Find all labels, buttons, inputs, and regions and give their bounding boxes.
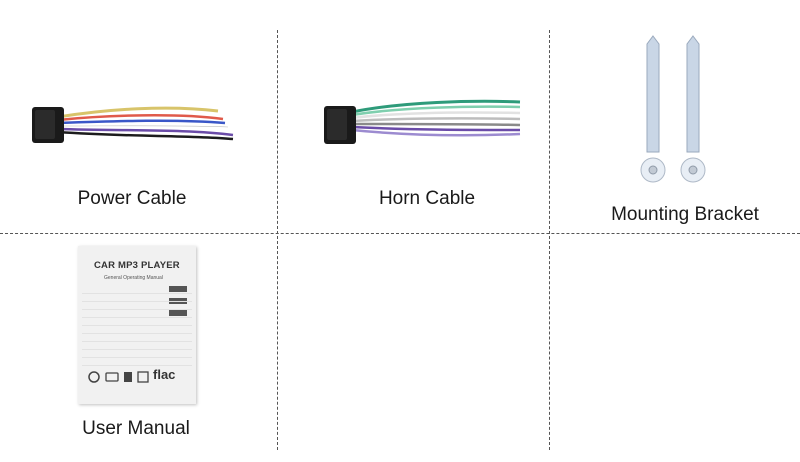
mounting-bracket-label: Mounting Bracket <box>611 204 759 225</box>
mounting-bracket-icon <box>640 35 706 183</box>
divider-vertical-1 <box>277 30 278 450</box>
user-manual-icon: CAR MP3 PLAYER General Operating Manual … <box>78 246 196 404</box>
power-cable-icon <box>32 106 234 143</box>
manual-feature-icons <box>88 371 149 383</box>
user-manual-label: User Manual <box>82 418 190 439</box>
divider-vertical-2 <box>549 30 550 450</box>
manual-subtitle: General Operating Manual <box>104 275 163 281</box>
horn-cable-label: Horn Cable <box>378 188 476 209</box>
divider-horizontal <box>0 233 800 234</box>
flac-logo: flac <box>153 367 176 382</box>
manual-text-lines <box>82 286 192 366</box>
horn-cable-icon <box>324 99 521 144</box>
manual-title: CAR MP3 PLAYER <box>94 260 180 271</box>
power-cable-label: Power Cable <box>77 188 187 209</box>
